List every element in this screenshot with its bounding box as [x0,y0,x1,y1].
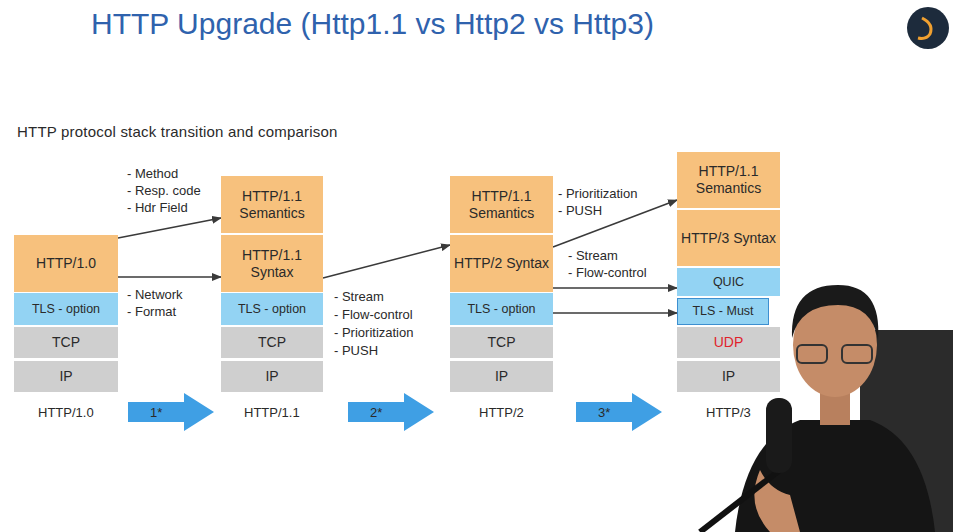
protocol-layer: HTTP/2 Syntax [450,235,553,292]
subtitle: HTTP protocol stack transition and compa… [17,124,338,140]
feature-note: - PUSH [558,203,602,219]
node-text: IP [59,368,72,385]
feature-note: - Format [127,304,176,320]
security-layer: TLS - option [14,293,118,325]
node-text: TCP [52,334,80,351]
arrow-shape [576,393,662,431]
microphone [766,398,792,473]
node-text: TLS - option [32,301,100,318]
logo-circle [907,7,949,49]
transition-arrow-line [553,287,677,289]
feature-note: - Stream [334,289,384,305]
node-text: IP [722,368,735,385]
transport-layer: TCP [221,327,323,358]
transition-arrow-line [553,200,677,247]
transport-layer: TCP [450,327,553,358]
transport-layer: IP [677,361,780,392]
feature-note: - Prioritization [334,325,413,341]
person-hand [754,470,800,532]
node-text: 3* [598,404,610,421]
transport-layer: TCP [14,327,118,358]
arrow-shape [348,393,434,431]
feature-note: - Flow-control [334,307,413,323]
protocol-layer: HTTP/1.0 [14,235,118,292]
feature-note: - Network [127,287,183,303]
node-text: HTTP/2 Syntax [454,255,549,272]
node-text: HTTP/1.1 Semantics [225,188,319,222]
security-layer: QUIC [677,268,780,296]
node-text: 2* [370,404,382,421]
feature-note: - Stream [568,248,618,264]
transition-arrow-line [118,276,221,278]
protocol-layer: HTTP/1.1 Syntax [221,235,323,292]
stack-name: HTTP/1.1 [244,405,300,421]
person-body [735,420,935,532]
stack-name: HTTP/2 [479,405,524,421]
transport-layer: IP [450,361,553,392]
node-text: TCP [258,334,286,351]
stack-name: HTTP/3 [706,405,751,421]
transition-arrow-line [553,312,677,314]
node-text: IP [265,368,278,385]
protocol-layer: HTTP/3 Syntax [677,210,780,266]
node-text: HTTP/1.1 Syntax [225,247,319,281]
transport-layer: UDP [677,327,780,358]
feature-note: - Resp. code [127,183,201,199]
protocol-layer: HTTP/1.1 Semantics [450,176,553,233]
node-text: HTTP/1.0 [36,255,96,272]
protocol-layer: HTTP/1.1 Semantics [221,176,323,233]
feature-note: - Prioritization [558,186,637,202]
feature-note: - Hdr Field [127,200,188,216]
feature-note: - Flow-control [568,265,647,281]
arrow-shape [128,393,214,431]
feature-note: - Method [127,166,178,182]
transport-layer: IP [14,361,118,392]
logo-mark [918,18,931,39]
node-text: UDP [714,334,744,351]
node-text: TLS - Must [692,303,753,320]
glasses-left [797,345,827,363]
person-hair [792,285,878,340]
node-text: TCP [488,334,516,351]
node-text: QUIC [713,274,744,291]
node-text: HTTP/1.1 Semantics [454,188,549,222]
title: HTTP Upgrade (Http1.1 vs Http2 vs Http3) [91,7,654,41]
node-text: IP [495,368,508,385]
transition-arrow-line [323,245,450,278]
transition-arrow: 1* [128,393,214,431]
security-layer: TLS - option [221,293,323,325]
transition-arrow: 3* [576,393,662,431]
transport-layer: IP [221,361,323,392]
node-text: TLS - option [238,301,306,318]
protocol-layer: HTTP/1.1 Semantics [677,152,780,208]
stack-name: HTTP/1.0 [38,405,94,421]
security-layer: TLS - option [450,293,553,325]
glasses-right [842,345,872,363]
node-text: HTTP/1.1 Semantics [681,163,776,197]
node-text: 1* [150,404,162,421]
feature-note: - PUSH [334,343,378,359]
node-text: TLS - option [467,301,535,318]
node-text: HTTP/3 Syntax [681,230,776,247]
mic-arm [700,470,780,532]
security-layer: TLS - Must [677,298,769,325]
transition-arrow-line [118,218,221,238]
transition-arrow: 2* [348,393,434,431]
